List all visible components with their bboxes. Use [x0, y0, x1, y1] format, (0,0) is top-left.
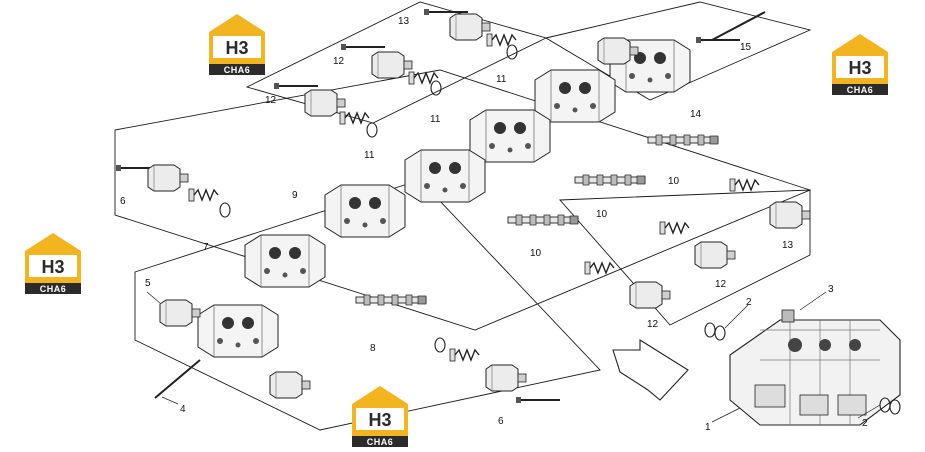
- callout-1: 1: [705, 422, 711, 433]
- leader-lines: [146, 291, 881, 423]
- callout-3: 3: [828, 284, 834, 295]
- callouts: 13 12 12 11 11 11 15 14 9 6 7 10 10 10 1…: [120, 16, 868, 433]
- callout-2-right: 2: [862, 418, 868, 429]
- callout-10-a: 10: [668, 176, 680, 187]
- callout-7: 7: [203, 242, 209, 253]
- callout-5: 5: [145, 278, 151, 289]
- svg-text:CHA6: CHA6: [40, 284, 67, 294]
- callout-10-c: 10: [530, 248, 542, 259]
- callout-14: 14: [690, 109, 702, 120]
- svg-text:CHA6: CHA6: [367, 437, 394, 447]
- panel-middle-sections: [114, 69, 812, 331]
- callout-12-right: 12: [715, 279, 727, 290]
- svg-text:H3: H3: [41, 257, 64, 277]
- callout-13-top: 13: [398, 16, 410, 27]
- callout-15: 15: [740, 42, 752, 53]
- svg-text:H3: H3: [225, 38, 248, 58]
- logo-watermark-2: H3 CHA6: [832, 34, 888, 95]
- svg-text:CHA6: CHA6: [847, 85, 874, 95]
- parts-drawing: [115, 8, 811, 404]
- callout-8: 8: [370, 343, 376, 354]
- callout-9: 9: [292, 190, 298, 201]
- svg-text:H3: H3: [368, 410, 391, 430]
- callout-6-left: 6: [120, 196, 126, 207]
- callout-6-bottom: 6: [498, 416, 504, 427]
- logo-watermark-4: H3 CHA6: [352, 386, 408, 447]
- assembled-valve: [704, 309, 901, 426]
- assembly-arrow: [612, 339, 689, 401]
- svg-text:CHA6: CHA6: [224, 65, 251, 75]
- callout-13-right: 13: [782, 240, 794, 251]
- callout-12-upper: 12: [333, 56, 345, 67]
- callout-11-b: 11: [430, 114, 441, 125]
- callout-12-bottom: 12: [647, 319, 659, 330]
- callout-10-b: 10: [596, 209, 608, 220]
- logo-watermark-3: H3 CHA6: [25, 233, 81, 294]
- logo-watermark-1: H3 CHA6: [209, 14, 265, 75]
- callout-12-lower: 12: [265, 95, 277, 106]
- callout-11-a: 11: [496, 74, 507, 85]
- svg-text:H3: H3: [848, 58, 871, 78]
- callout-11-c: 11: [364, 150, 375, 161]
- callout-2-left: 2: [746, 297, 752, 308]
- callout-4: 4: [180, 404, 186, 415]
